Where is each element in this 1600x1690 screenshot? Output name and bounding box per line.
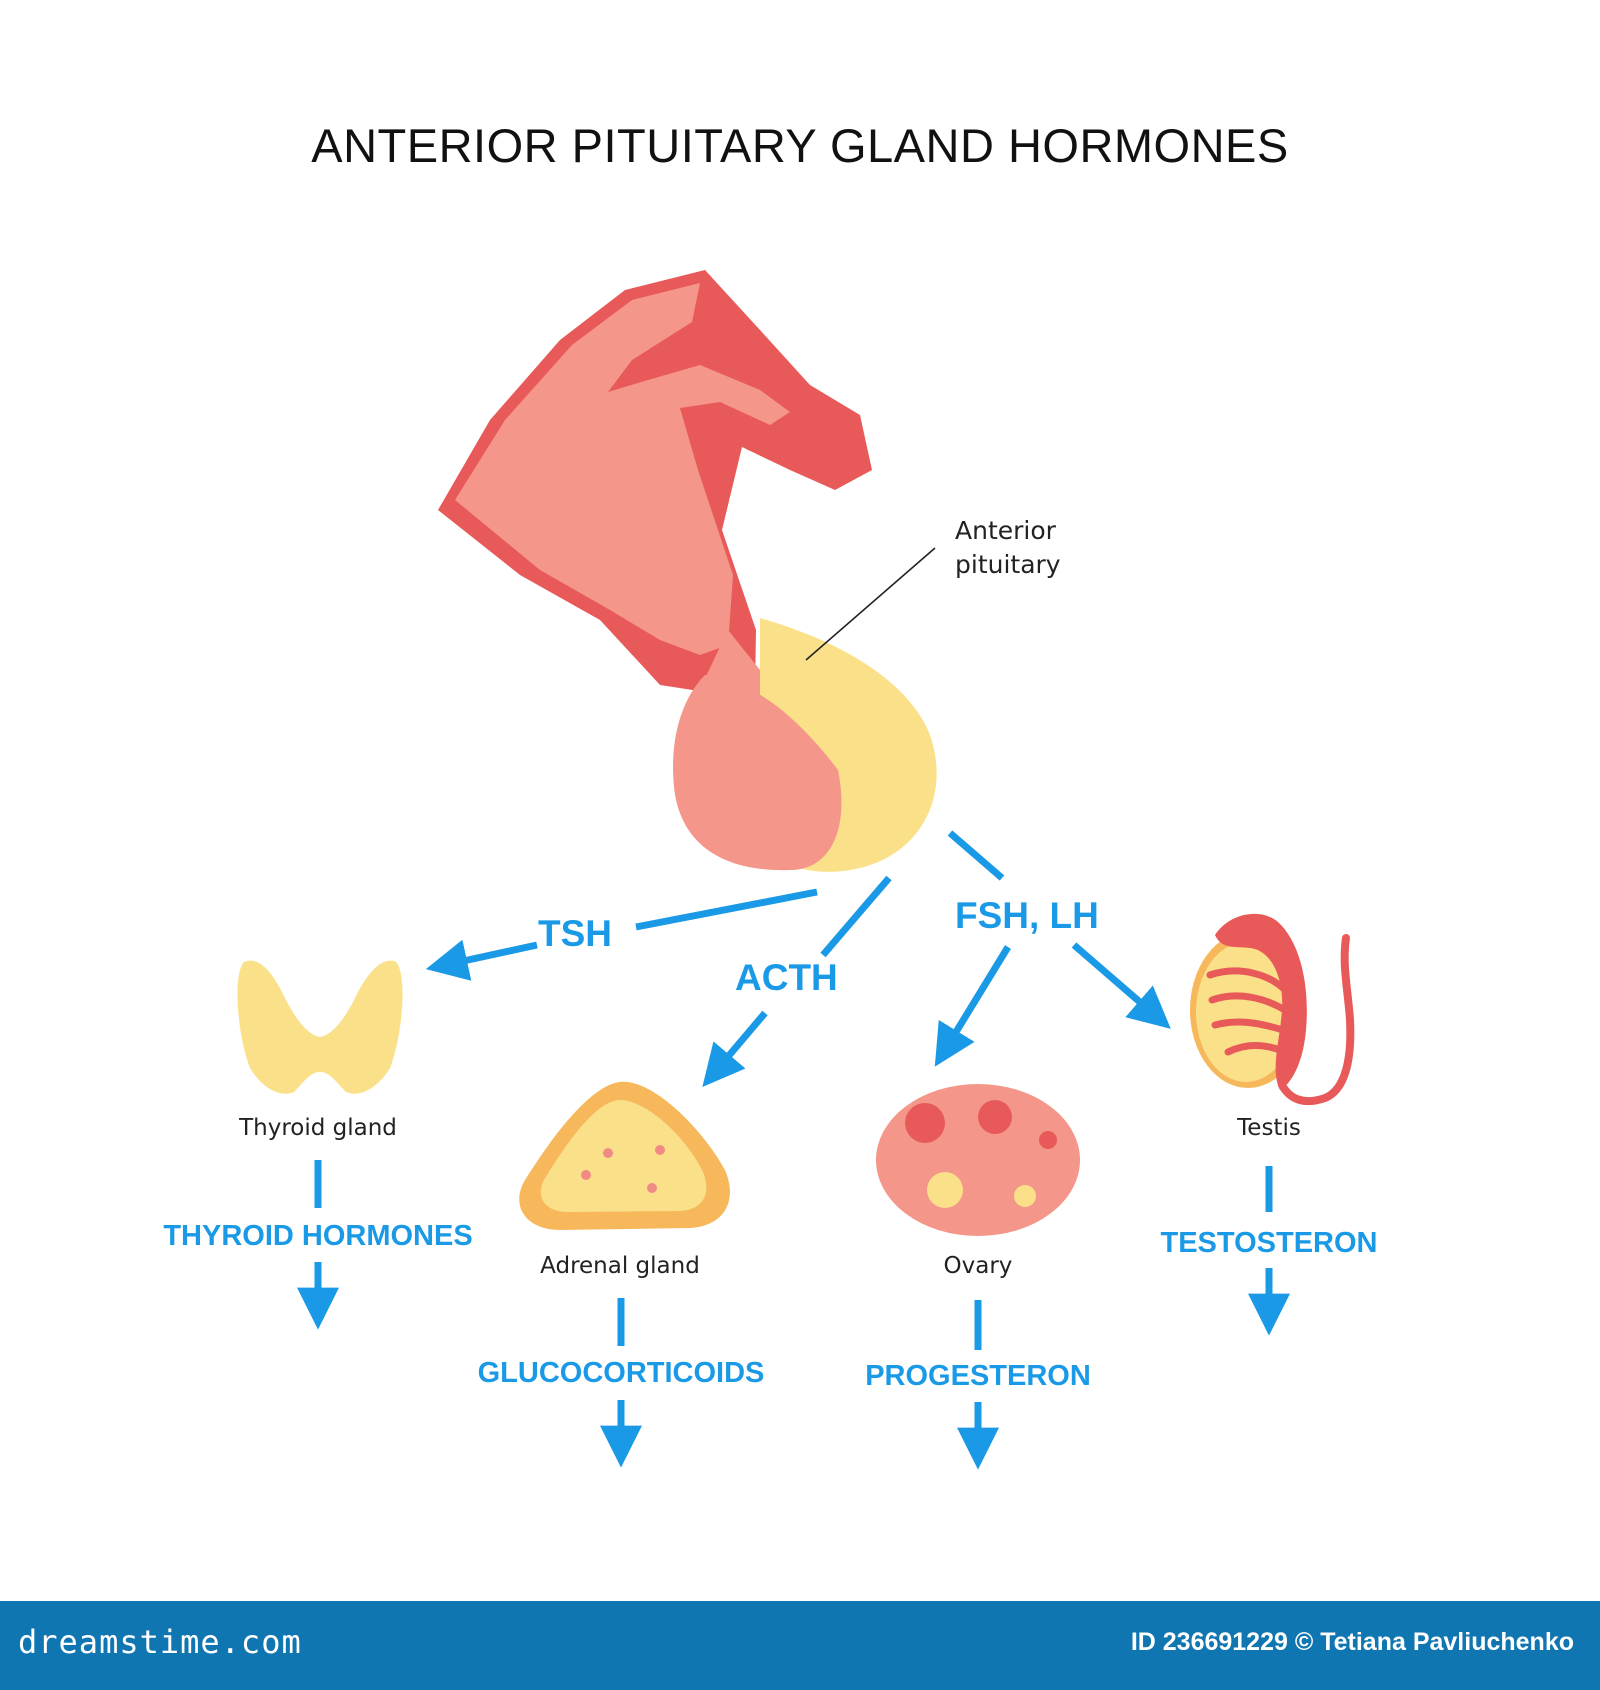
testosteron-label: TESTOSTERON [1160,1227,1378,1259]
anterior-pituitary-callout: Anterior pituitary [955,514,1061,582]
arrow-fsh-lh-upper [947,830,1005,881]
ovary-shape [876,1084,1080,1236]
adrenal-gland-label: Adrenal gland [540,1253,700,1279]
arrow-acth-upper [820,875,892,958]
pituitary-illustration [438,270,937,872]
callout-line2: pituitary [955,550,1061,579]
thyroid-gland-label: Thyroid gland [239,1115,397,1141]
callout-line1: Anterior [955,516,1056,545]
image-credit: ID 236691229 © Tetiana Pavliuchenko [1130,1628,1574,1656]
footer-bar: dreamstime.com ID 236691229 © Tetiana Pa… [0,1601,1600,1690]
hormone-arrows [297,830,1290,1470]
progesteron-label: PROGESTERON [865,1360,1091,1392]
testis-shape [1190,913,1355,1106]
arrow-tsh-lower [425,939,538,981]
fsh-lh-label: FSH, LH [955,895,1099,936]
glucocorticoids-label: GLUCOCORTICOIDS [477,1357,765,1389]
callout-line [805,547,936,661]
testis-label: Testis [1237,1115,1301,1141]
diagram-title: ANTERIOR PITUITARY GLAND HORMONES [311,119,1289,172]
dreamstime-logo: dreamstime.com [18,1623,302,1661]
thyroid-hormones-label: THYROID HORMONES [163,1220,473,1252]
arrow-tsh-upper [635,888,818,931]
acth-label: ACTH [735,957,838,998]
arrow-testis [1071,942,1171,1029]
posterior-pituitary-lobe [673,675,842,871]
thyroid-gland-shape [237,960,403,1094]
ovary-label: Ovary [943,1253,1013,1279]
arrow-acth-lower [702,1010,768,1087]
hypothalamus-inner [455,283,790,655]
adrenal-gland-shape [519,1081,730,1230]
arrow-ovary [934,945,1011,1067]
tsh-label: TSH [538,913,612,954]
